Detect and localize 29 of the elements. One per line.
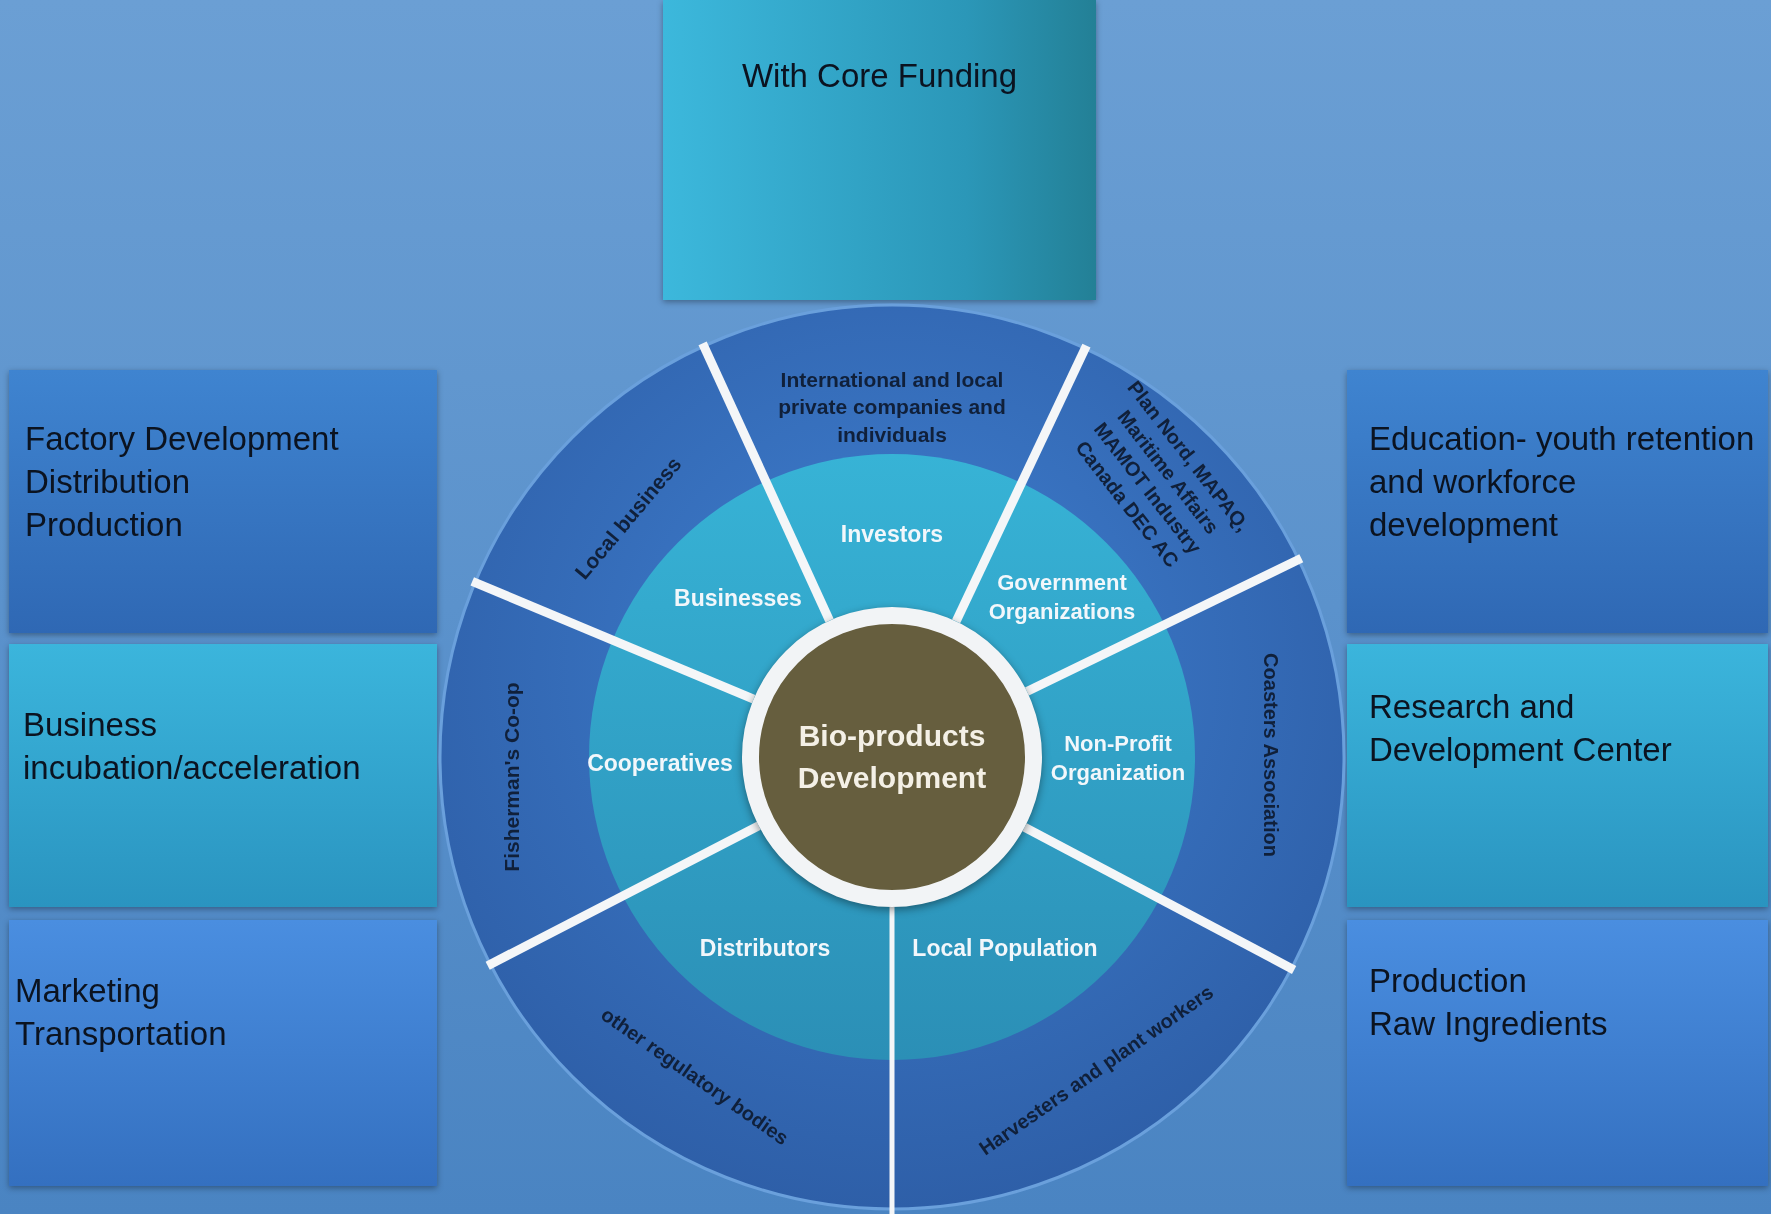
segment-label: Coasters Association <box>1258 625 1284 885</box>
inner-segment-label: Businesses <box>653 584 823 614</box>
panel-text: Business incubation/acceleration <box>23 705 362 788</box>
panel-text: With Core Funding <box>740 56 1019 96</box>
info-panel <box>1347 920 1768 1186</box>
segment-label: Fisherman's Co-op <box>498 647 526 907</box>
inner-segment-label: Distributors <box>680 934 850 964</box>
panel-text: Factory Development <box>25 419 340 459</box>
center-title: Bio-products Development <box>796 718 988 796</box>
info-panel <box>1347 370 1768 633</box>
inner-segment-label: Non-Profit Organization <box>1038 730 1198 788</box>
panel-text: Production <box>1369 961 1528 1001</box>
panel-text: Production <box>25 504 184 545</box>
panel-text: Research and Development Center <box>1369 687 1673 770</box>
info-panel <box>9 370 437 633</box>
inner-segment-label: Investors <box>817 520 967 550</box>
info-panel <box>1347 644 1768 907</box>
panel-text: Education- youth retention and workforce development <box>1369 419 1756 545</box>
panel-text: Raw Ingredients <box>1369 1003 1609 1044</box>
panel-text: Distribution <box>25 461 192 502</box>
info-panel <box>663 0 1096 300</box>
inner-segment-label: Cooperatives <box>575 749 745 779</box>
info-panel <box>9 920 437 1186</box>
inner-segment-label: Local Population <box>895 934 1115 964</box>
segment-label: International and local private companies and individuals <box>757 366 1027 448</box>
panel-text: Marketing <box>15 971 161 1011</box>
info-panel <box>9 644 437 907</box>
panel-text: Transportation <box>15 1013 228 1054</box>
inner-segment-label: Government Organizations <box>982 569 1142 627</box>
